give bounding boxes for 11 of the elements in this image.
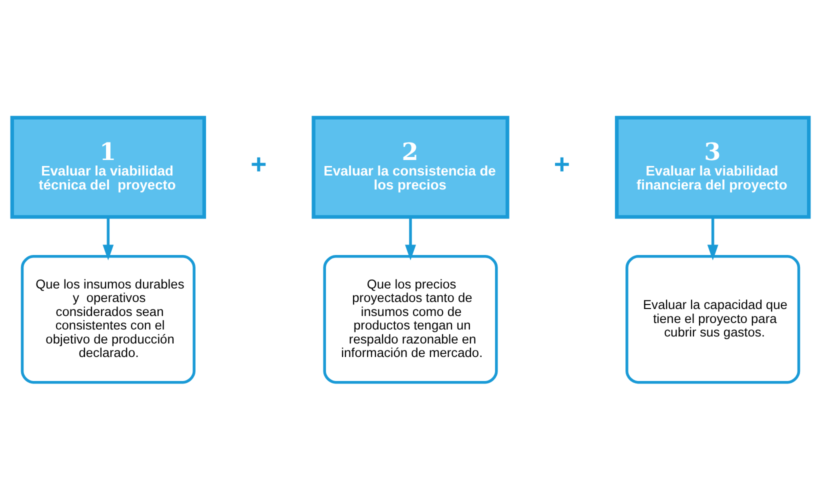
node-box: Que los insumos durables y operativos considerados sean consistentes con el objetivo de producción declarado. [20,255,196,384]
node-box: 2 Evaluar la consistencia de los precios [312,116,510,219]
arrow [102,217,114,260]
node-box: 3 Evaluar la viabilidad financiera del proyecto [614,116,811,219]
label: + [250,148,267,180]
node-box: Que los precios proyectados tanto de insumos como de productos tengan un respaldo razonable en información de mercado. [323,255,498,384]
label: + [554,148,570,180]
arrow [707,217,718,260]
node-box: Evaluar la capacidad que tiene el proyecto para cubrir sus gastos. [626,255,800,384]
node-box: 1 Evaluar la viabilidad técnica del proyecto [10,116,206,219]
arrow [405,217,416,260]
